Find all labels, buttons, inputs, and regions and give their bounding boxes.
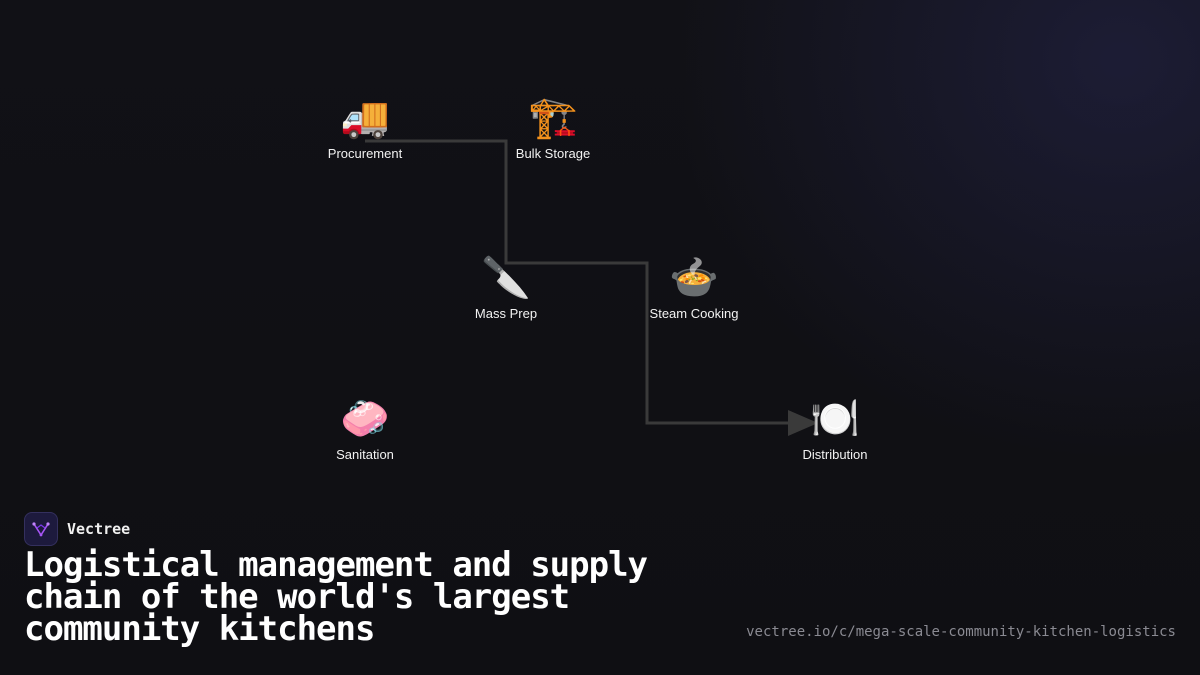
node-label: Distribution: [802, 447, 868, 462]
node-label: Bulk Storage: [515, 146, 591, 161]
brand-name: Vectree: [67, 520, 131, 538]
node-label: Steam Cooking: [649, 306, 739, 321]
node-label: Mass Prep: [474, 306, 538, 321]
flow-connector: [365, 139, 792, 425]
construction-crane-icon: 🏗️: [528, 95, 578, 141]
soap-icon: 🧼: [340, 396, 390, 442]
pot-of-food-icon: 🍲: [669, 255, 719, 301]
plate-with-cutlery-icon: 🍽️: [810, 396, 860, 442]
delivery-truck-icon: 🚚: [340, 95, 390, 141]
node-mass-prep[interactable]: 🔪 Mass Prep: [426, 254, 586, 321]
node-label: Sanitation: [336, 447, 394, 462]
node-label: Procurement: [327, 146, 403, 161]
flow-arrowhead: [788, 410, 818, 436]
brand[interactable]: Vectree: [24, 512, 130, 546]
page-title: Logistical management and supply chain o…: [24, 545, 648, 649]
kitchen-knife-icon: 🔪: [481, 255, 531, 301]
node-procurement[interactable]: 🚚 Procurement: [285, 94, 445, 161]
node-distribution[interactable]: 🍽️ Distribution: [755, 395, 915, 462]
node-bulk-storage[interactable]: 🏗️ Bulk Storage: [473, 94, 633, 161]
page-url[interactable]: vectree.io/c/mega-scale-community-kitche…: [746, 624, 1176, 640]
vectree-logo-icon: [24, 512, 58, 546]
node-sanitation[interactable]: 🧼 Sanitation: [285, 395, 445, 462]
node-steam-cooking[interactable]: 🍲 Steam Cooking: [614, 254, 774, 321]
